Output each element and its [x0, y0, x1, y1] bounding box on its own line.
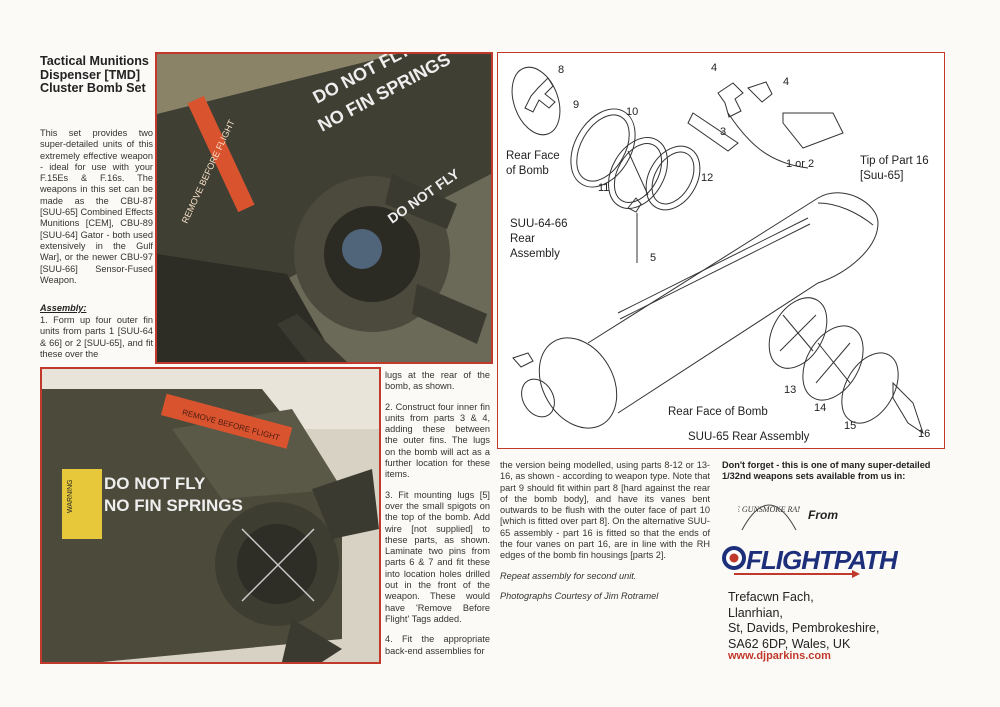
part-10: 10 — [626, 106, 638, 118]
photo-bomb-rear-side-image: WARNING DO NOT FLY NO FIN SPRINGS REMOVE… — [42, 369, 379, 662]
photo-bomb-rear-side: WARNING DO NOT FLY NO FIN SPRINGS REMOVE… — [40, 367, 381, 664]
address-line: Llanrhian, — [728, 605, 783, 620]
repeat-note: Repeat assembly for second unit. — [500, 570, 637, 581]
address-line: SA62 6DP, Wales, UK — [728, 636, 851, 651]
part-4b: 4 — [783, 76, 789, 88]
gunsmoke-logo-image: THE GUNSMOKE RANGE — [725, 504, 813, 531]
part-11: 11 — [598, 182, 609, 194]
part-4a: 4 — [711, 62, 717, 74]
label-suu65: SUU-65 Rear Assembly — [688, 431, 810, 443]
label-tip16-1: Tip of Part 16 — [860, 155, 929, 167]
dont-forget-note: Don't forget - this is one of many super… — [722, 460, 931, 481]
step-4-end: the version being modelled, using parts … — [500, 460, 710, 561]
photo2-warning: WARNING — [67, 479, 74, 513]
photo-bomb-rear-top: DO NOT FLY NO FIN SPRINGS DO NOT FLY REM… — [155, 52, 493, 364]
flightpath-roundel-icon — [722, 546, 860, 578]
step-4-start: 4. Fit the appropriate back-end assembli… — [385, 634, 490, 656]
flightpath-brand: FLIGHTPATH — [746, 545, 898, 575]
flightpath-logo — [720, 540, 860, 580]
intro-text: This set provides two super-detailed uni… — [40, 128, 153, 285]
steps-column-2: lugs at the rear of the bomb, as shown. … — [385, 370, 490, 666]
label-suu6466-2: Rear — [510, 233, 535, 245]
address-line: Trefacwn Fach, — [728, 590, 814, 604]
assembly-diagram-drawing: 8 9 10 11 12 4 4 3 5 13 14 15 16 1 or 2 … — [506, 62, 930, 443]
label-rear-face-top-2: of Bomb — [506, 165, 549, 177]
website-link[interactable]: www.djparkins.com — [728, 650, 831, 662]
photo-credit: Photographs Courtesy of Jim Rotramel — [500, 590, 659, 601]
photo2-stencil-1: DO NOT FLY — [104, 474, 206, 493]
part-13: 13 — [784, 384, 796, 396]
step-1-start: 1. Form up four outer fin units from par… — [40, 315, 153, 359]
assembly-diagram: 8 9 10 11 12 4 4 3 5 13 14 15 16 1 or 2 … — [497, 52, 945, 449]
step-2: 2. Construct four inner fin units from p… — [385, 401, 490, 480]
label-suu6466-3: Assembly — [510, 248, 560, 260]
assembly-heading: Assembly: — [40, 303, 87, 313]
label-rear-face-bottom: Rear Face of Bomb — [668, 406, 768, 418]
part-15: 15 — [844, 420, 856, 432]
gunsmoke-range-logo: THE GUNSMOKE RANGE — [725, 490, 813, 536]
label-tip16-2: [Suu-65] — [860, 170, 903, 182]
address-line: St, Davids, Pembrokeshire, — [728, 621, 880, 635]
from-label: From — [808, 508, 838, 522]
label-suu6466-1: SUU-64-66 — [510, 218, 568, 230]
part-9: 9 — [573, 99, 579, 111]
photo2-stencil-2: NO FIN SPRINGS — [104, 496, 243, 515]
part-12: 12 — [701, 172, 713, 184]
gunsmoke-logo-text: THE GUNSMOKE RANGE — [738, 505, 800, 514]
photo-bomb-rear-top-image: DO NOT FLY NO FIN SPRINGS DO NOT FLY REM… — [157, 54, 491, 362]
part-8: 8 — [558, 64, 564, 76]
step-1-end: lugs at the rear of the bomb, as shown. — [385, 370, 490, 392]
steps-column-3: the version being modelled, using parts … — [500, 460, 710, 611]
step-3: 3. Fit mounting lugs [5] over the small … — [385, 489, 490, 624]
label-1-or-2: 1 or 2 — [786, 158, 814, 170]
address-block: Trefacwn Fach, Llanrhian, St, Davids, Pe… — [728, 590, 879, 652]
part-14: 14 — [814, 402, 826, 414]
part-5: 5 — [650, 252, 656, 264]
label-rear-face-top-1: Rear Face — [506, 150, 560, 162]
page-title: Tactical Munitions Dispenser [TMD] Clust… — [40, 54, 149, 96]
part-3: 3 — [720, 126, 726, 138]
part-16: 16 — [918, 428, 930, 440]
